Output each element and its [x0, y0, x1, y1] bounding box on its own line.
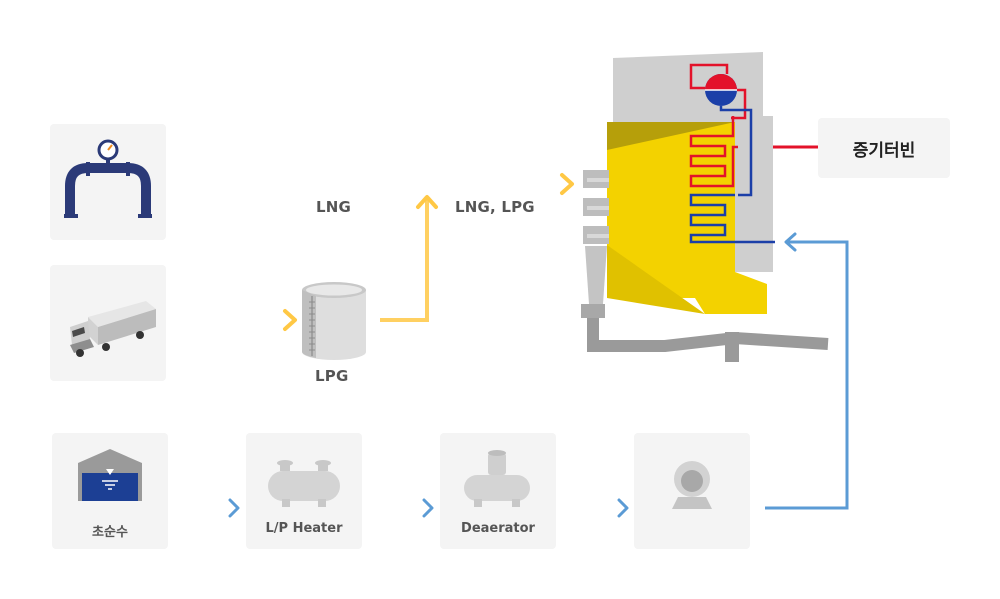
pump-icon: [672, 461, 712, 509]
lpg-to-boiler-arrow: [380, 195, 438, 322]
lng-lpg-label: LNG, LPG: [455, 198, 535, 216]
pure-water-card: 초순수: [52, 433, 168, 549]
water-to-heater-arrow: [175, 498, 240, 518]
lp-heater-card: L/P Heater: [246, 433, 362, 549]
pump-card: [634, 433, 750, 549]
truck-to-lpg-arrow: [178, 309, 297, 331]
deaerator-card: Deaerator: [440, 433, 556, 549]
pure-water-label: 초순수: [92, 525, 128, 540]
tanker-truck-icon: [70, 301, 156, 357]
lp-heater-icon: [268, 460, 340, 507]
heater-to-deaerator-arrow: [370, 498, 434, 518]
pump-to-boiler-arrow: [765, 232, 849, 510]
boiler-icon: [581, 52, 829, 362]
pipeline-card: [50, 124, 166, 240]
deaerator-icon: [464, 450, 530, 507]
lpg-label: LPG: [315, 367, 349, 385]
deaerator-to-pump-arrow: [565, 498, 629, 518]
lng-label: LNG: [316, 198, 352, 216]
lpg-storage-tank-icon: [302, 282, 366, 360]
lp-heater-label: L/P Heater: [265, 521, 343, 536]
pipeline-gauge-icon: [64, 139, 152, 218]
steam-turbine-label: 증기터빈: [852, 140, 916, 161]
truck-card: [50, 265, 166, 381]
deaerator-label: Deaerator: [461, 521, 535, 536]
lng-flow-arrow: [178, 173, 574, 195]
steam-turbine-box: 증기터빈: [818, 118, 950, 178]
water-tank-icon: [78, 449, 142, 501]
